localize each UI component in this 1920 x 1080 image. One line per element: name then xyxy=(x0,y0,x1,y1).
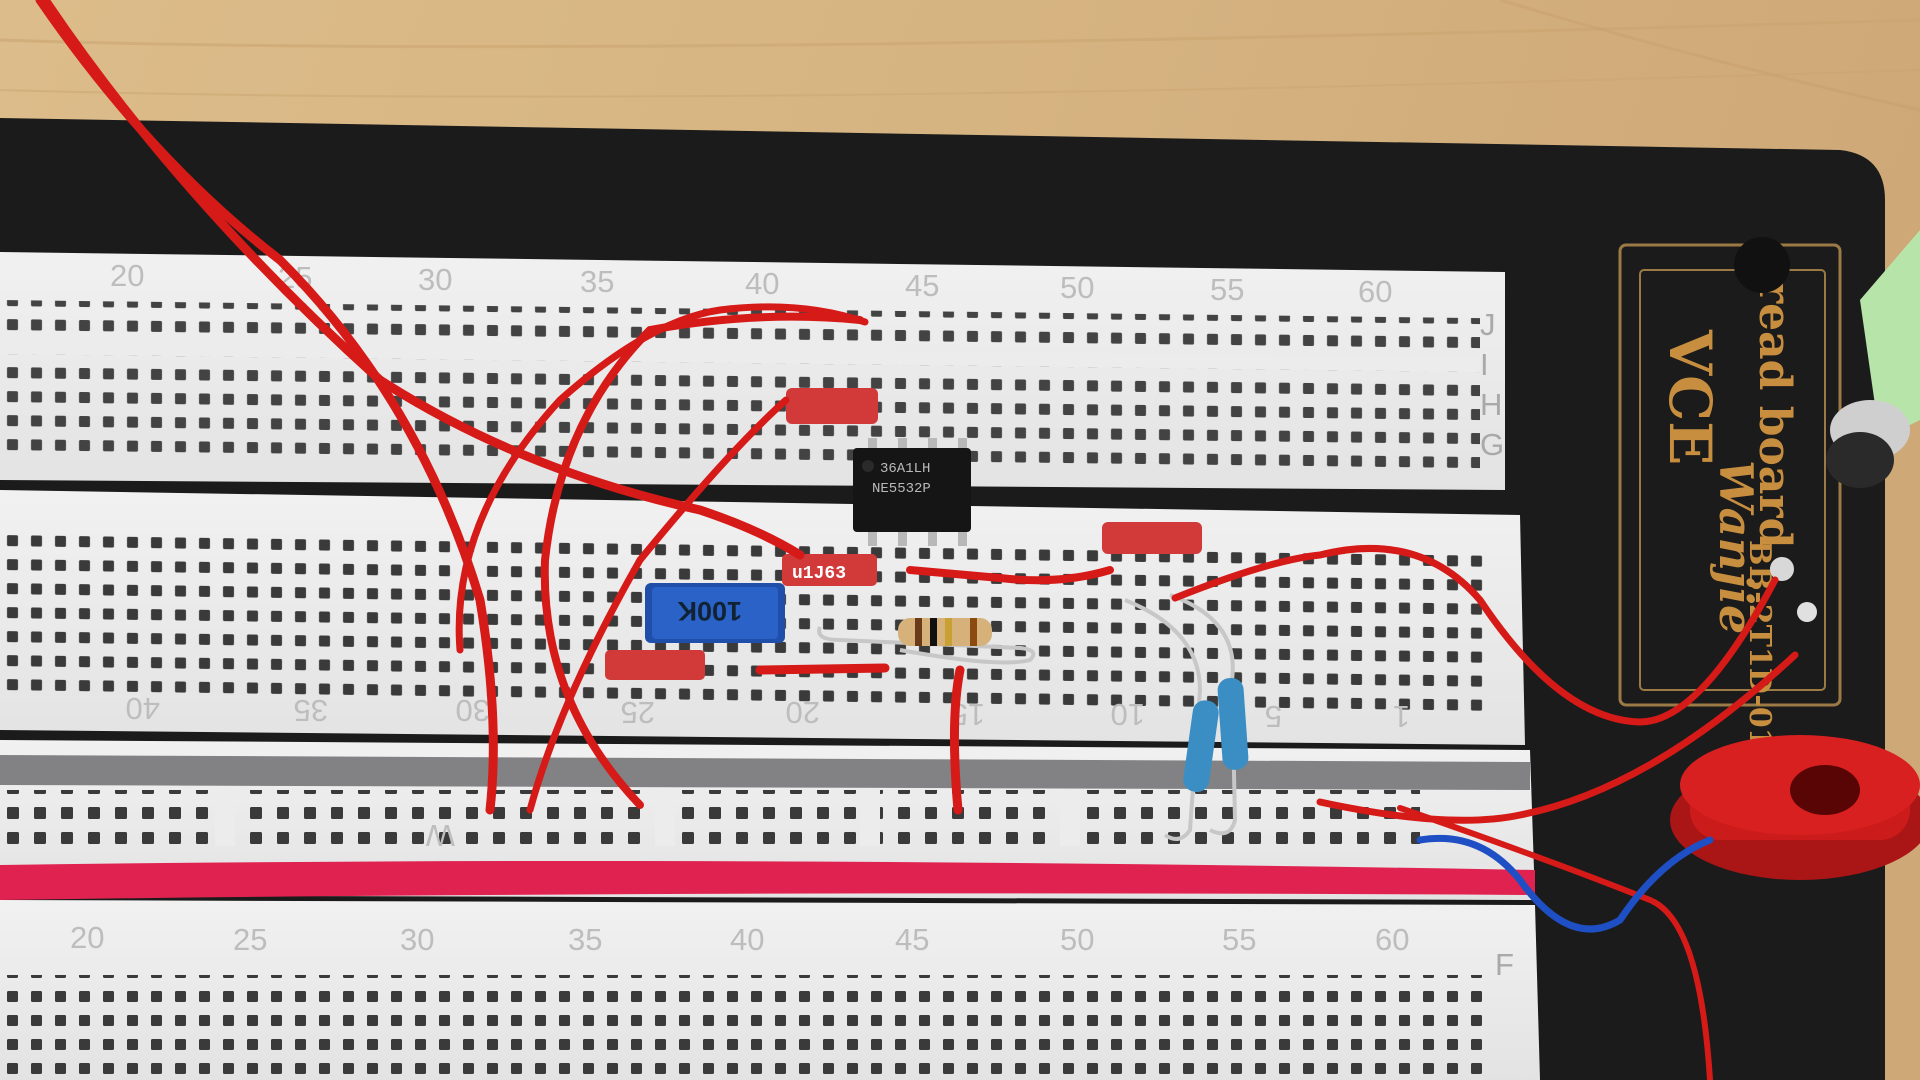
brand-script: Wanjie xyxy=(1709,460,1763,634)
brand-text: read board xyxy=(1749,280,1800,548)
row-letters: J I H G xyxy=(1480,307,1504,462)
col-number: 1 xyxy=(1393,699,1410,734)
col-number: 25 xyxy=(621,695,655,730)
bottom-power-strip: 20 25 30 35 40 45 50 55 60 F xyxy=(0,900,1540,1080)
pot-marking: 100K xyxy=(677,596,742,626)
red-wire-long-to-ic xyxy=(40,0,805,560)
film-capacitor-right xyxy=(1102,522,1202,554)
lower-rail-strip: W xyxy=(0,740,1535,900)
col-number: 45 xyxy=(895,922,929,957)
ic-chip: 36A1LH NE5532P xyxy=(853,438,971,546)
red-wire-top-loop xyxy=(455,303,869,654)
row-letter: I xyxy=(1480,347,1489,382)
col-number: 20 xyxy=(786,695,820,730)
col-number: 35 xyxy=(294,693,328,728)
resistor-vertical-left xyxy=(1124,598,1219,841)
col-number: 55 xyxy=(1222,922,1256,957)
main-strip-column-numbers: 40 35 30 25 20 15 10 5 1 xyxy=(126,691,1410,734)
film-capacitor-labeled: u1J63 xyxy=(782,554,877,586)
top-power-strip: 20 25 30 35 40 45 50 55 60 J I H G xyxy=(0,252,1505,490)
col-number: 25 xyxy=(233,922,267,957)
film-capacitor-upper xyxy=(786,388,878,424)
resistor-horizontal xyxy=(817,618,1036,665)
film-capacitor-lower-left xyxy=(605,650,705,680)
red-wire-rail-to-jack xyxy=(1316,651,1799,824)
rail-mark-w: W xyxy=(425,818,455,853)
col-number: 40 xyxy=(730,922,764,957)
row-letter: J xyxy=(1480,307,1496,342)
col-number: 30 xyxy=(400,922,434,957)
brand-model: BB-2T1D-01 xyxy=(1742,540,1777,749)
col-number: 10 xyxy=(1111,697,1145,732)
green-audio-jack xyxy=(1734,230,1920,622)
col-number: 30 xyxy=(418,262,452,297)
red-binding-post xyxy=(1670,735,1920,880)
resistor-vertical-right xyxy=(1169,593,1249,836)
red-wire-vertical-15 xyxy=(949,665,965,815)
col-number: 40 xyxy=(745,266,779,301)
col-number: 30 xyxy=(456,693,490,728)
red-wire-rail-to-post xyxy=(1397,805,1713,1080)
col-number: 40 xyxy=(126,691,160,726)
ic-marking-line2: NE5532P xyxy=(872,481,931,497)
col-number: 60 xyxy=(1358,274,1392,309)
red-wire-lower-short xyxy=(755,663,890,675)
col-number: 5 xyxy=(1265,699,1282,734)
row-letter: H xyxy=(1480,387,1502,422)
brand-logo: VCE xyxy=(1656,329,1724,465)
red-rail-stripe xyxy=(0,861,1535,900)
row-letter: F xyxy=(1495,947,1514,982)
ic-marking-line1: 36A1LH xyxy=(880,461,930,477)
red-wire-to-cap xyxy=(526,396,790,814)
blue-wire-rail-to-post xyxy=(1416,834,1714,933)
capacitor-marking: u1J63 xyxy=(792,564,846,584)
jumper-wires xyxy=(35,0,1799,1080)
col-number: 20 xyxy=(110,258,144,293)
red-wire-short-mid xyxy=(906,566,1114,585)
red-wire-to-jack xyxy=(1171,544,1779,726)
col-number: 35 xyxy=(580,264,614,299)
col-number: 50 xyxy=(1060,270,1094,305)
col-number: 35 xyxy=(568,922,602,957)
row-letter: G xyxy=(1480,427,1504,462)
col-number: 60 xyxy=(1375,922,1409,957)
col-number: 45 xyxy=(905,268,939,303)
bottom-strip-column-numbers: 20 25 30 35 40 45 50 55 60 xyxy=(70,920,1409,957)
trimmer-potentiometer: 100K xyxy=(645,583,785,643)
col-number: 20 xyxy=(70,920,104,955)
grey-rail-stripe xyxy=(0,755,1530,790)
col-number: 50 xyxy=(1060,922,1094,957)
col-number: 55 xyxy=(1210,272,1244,307)
